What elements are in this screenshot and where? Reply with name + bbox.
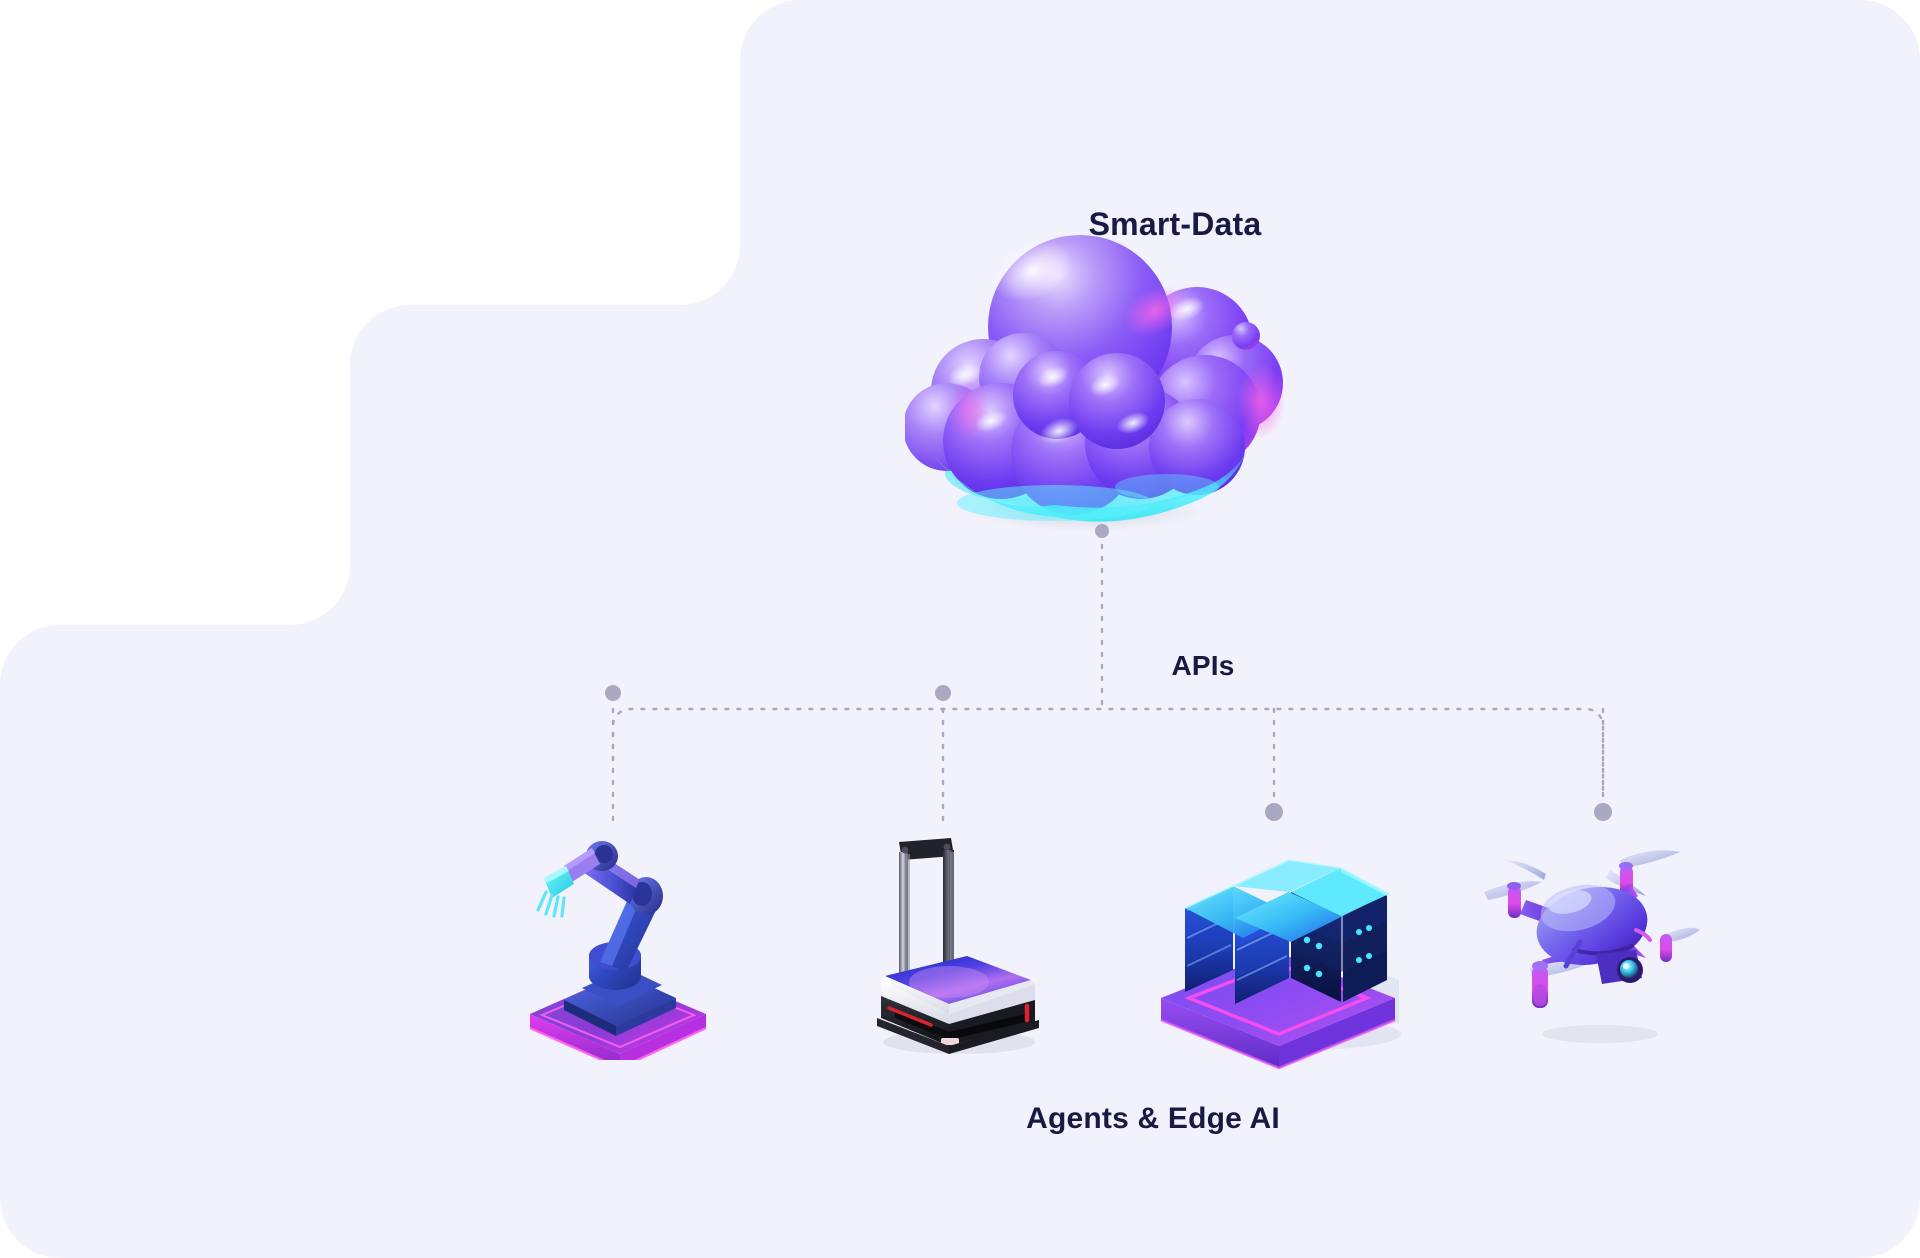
connector-dot-branch-2: [935, 685, 951, 701]
connector-dot-branch-1: [605, 685, 621, 701]
server-rack-icon: [1160, 859, 1401, 1070]
page-title-smart-data: Smart-Data: [1088, 206, 1262, 242]
api-bus-line: [611, 707, 1605, 797]
connector-dot-branch-4: [1594, 803, 1612, 821]
quadcopter-drone-icon: [1484, 850, 1700, 1043]
robotic-arm-icon: [529, 841, 707, 1060]
connector-dot-branch-3: [1265, 803, 1283, 821]
mobile-robot-icon: [877, 838, 1039, 1054]
group-label-agents-edge-ai: Agents & Edge AI: [1026, 1102, 1280, 1135]
connector-label-apis: APIs: [1171, 650, 1235, 681]
cloud-icon: [905, 235, 1285, 531]
